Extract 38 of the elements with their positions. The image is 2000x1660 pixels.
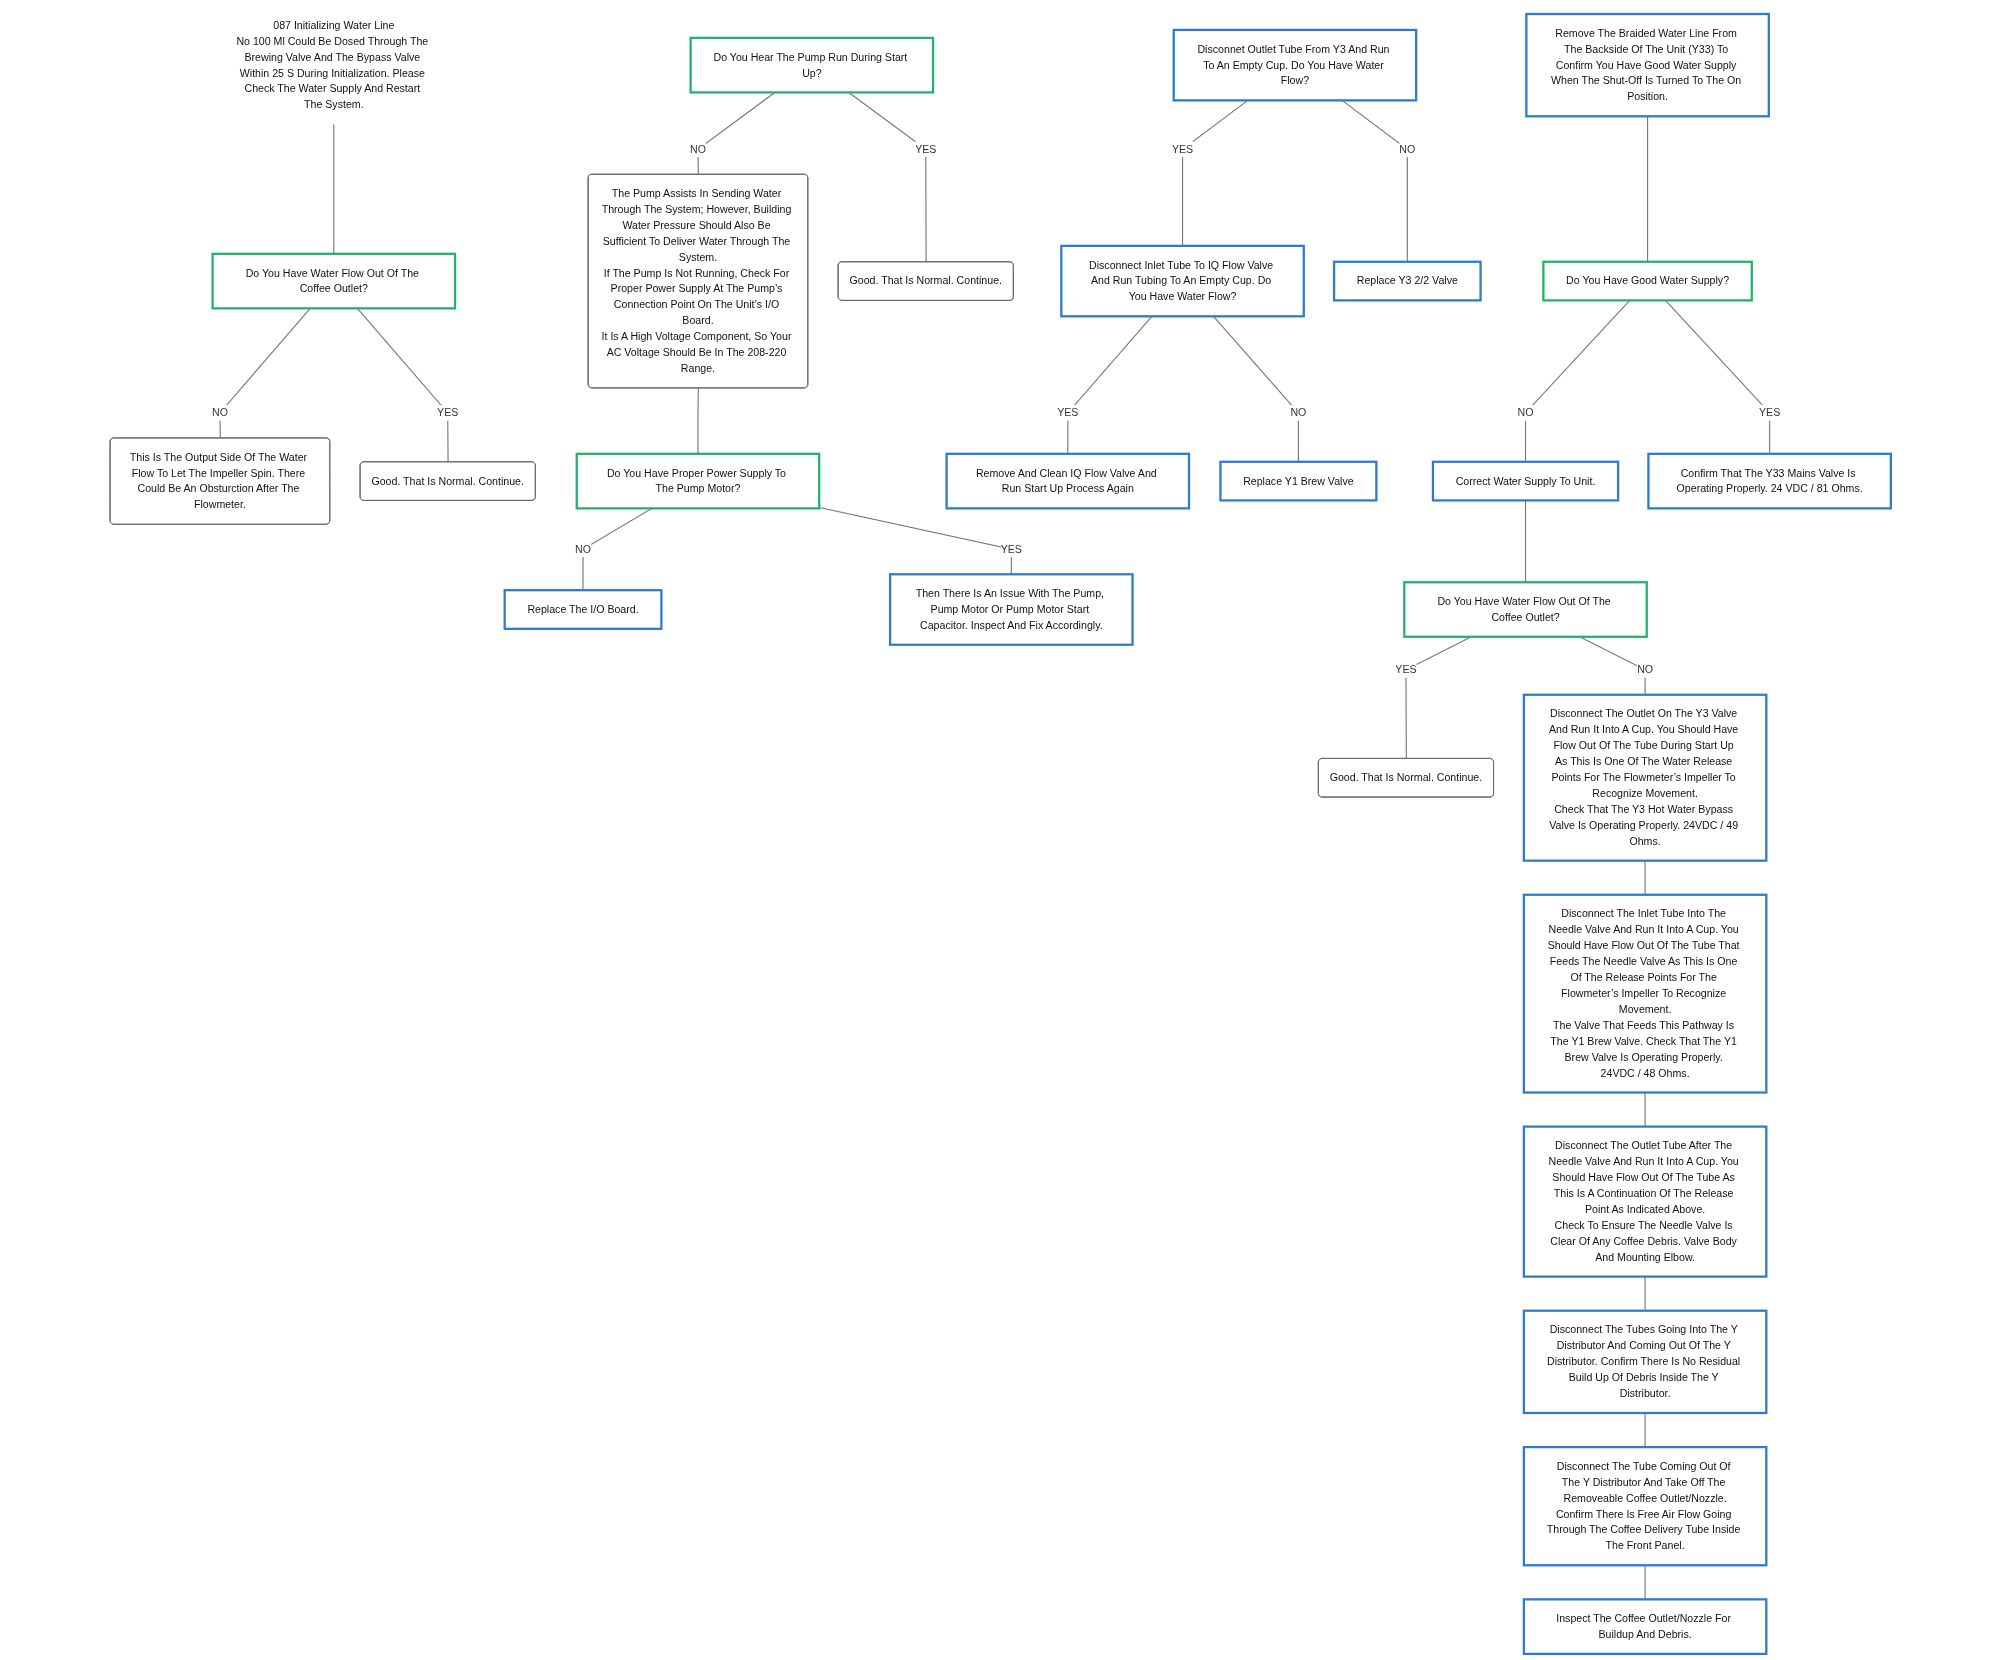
edge-label: NO — [1289, 406, 1306, 419]
node-box: Disconnect The Outlet On The Y3 Valve And Run It Into A Cup. You Should Have Flow Out Of The Tube During Start Up As This Is One Of The Water Release Points For The Flowmeter’s Impeller To Recognize Movement. Check That The Y3 Hot Water Bypass Valve Is Operating Properly. 24VDC / 49 Ohms. — [1522, 693, 1767, 862]
edge-label: NO — [211, 406, 228, 419]
node-box: Remove And Clean IQ Flow Valve And Run Start Up Process Again — [945, 452, 1190, 510]
connector — [818, 506, 1012, 575]
node-box: Correct Water Supply To Unit. — [1431, 460, 1619, 502]
node-box: Remove The Braided Water Line From The Backside Of The Unit (Y33) To Confirm You Have Good Water Supply When The Shut-Off Is Turned To The On Position. — [1524, 12, 1770, 118]
node-box: Disconnect The Tube Coming Out Of The Y Distributor And Take Off The Removeable Coffee Outlet/Nozzle. Confirm There Is Free Air Flow Going Through The Coffee Delivery Tube Inside The Front Panel. — [1522, 1445, 1767, 1567]
node-box: Do You Hear The Pump Run During Start Up? — [689, 36, 934, 94]
edge-label: YES — [1000, 542, 1022, 555]
edge-label: NO — [689, 142, 706, 155]
node-box: Disconnect Inlet Tube To IQ Flow Valve And Run Tubing To An Empty Cup. Do You Have Water Flow? — [1059, 244, 1305, 318]
node-box: Do You Have Water Flow Out Of The Coffee Outlet? — [1402, 581, 1648, 638]
edge-label: YES — [436, 406, 458, 419]
node-box: Replace Y3 2/2 Valve — [1332, 260, 1482, 302]
node-box: Replace Y1 Brew Valve — [1218, 460, 1377, 502]
node-box: Do You Have Water Flow Out Of The Coffee Outlet? — [211, 252, 456, 310]
edge-label: YES — [914, 142, 936, 155]
node-box: Replace The I/O Board. — [503, 589, 663, 630]
node-box: Disconnect The Inlet Tube Into The Needle Valve And Run It Into A Cup. You Should Have Flow Out Of The Tube That Feeds The Needle Valve As This Is One Of The Release Points For The Flowmeter’s Impeller To Recognize Movement. The Valve That Feeds This Pathway Is The Y1 Brew Valve. Check That The Y1 Brew Valve Is Operating Properly. 24VDC / 48 Ohms. — [1522, 893, 1767, 1094]
node-box: Disconnet Outlet Tube From Y3 And Run To An Empty Cup. Do You Have Water Flow? — [1172, 28, 1417, 102]
edge-label: YES — [1394, 663, 1417, 676]
edge-label: NO — [1636, 663, 1653, 676]
edge-label: NO — [574, 542, 591, 555]
node-box: Then There Is An Issue With The Pump, Pump Motor Or Pump Motor Start Capacitor. Inspect And Fix Accordingly. — [888, 573, 1134, 646]
node-box: Disconnect The Tubes Going Into The Y Distributor And Coming Out Of The Y Distributor. Confirm There Is No Residual Build Up Of Debris Inside The Y Distributor. — [1522, 1309, 1767, 1415]
node-box: Do You Have Proper Power Supply To The Pump Motor? — [575, 452, 820, 510]
edge-label: NO — [1398, 142, 1415, 155]
edge-label: YES — [1758, 406, 1780, 419]
node-text: 087 Initializing Water Line No 100 Ml Could Be Dosed Through The Brewing Valve And The Bypass Valve Within 25 S During Initialization. Please Check The Water Supply And Restart The System. — [235, 18, 428, 111]
node-box: Do You Have Good Water Supply? — [1541, 260, 1753, 302]
node-box: Confirm That The Y33 Mains Valve Is Operating Properly. 24 VDC / 81 Ohms. — [1646, 452, 1892, 510]
edge-label: NO — [1517, 406, 1534, 419]
node-box: Disconnect The Outlet Tube After The Needle Valve And Run It Into A Cup. You Should Have Flow Out Of The Tube As This Is A Continuation Of The Release Point As Indicated Above. Check To Ensure The Needle Valve Is Clear Of Any Coffee Debris. Valve Body And Mounting Elbow. — [1522, 1125, 1767, 1278]
edge-label: YES — [1171, 142, 1193, 155]
connector — [1644, 1412, 1646, 1448]
edge-label: YES — [1056, 406, 1078, 419]
node-box: Inspect The Coffee Outlet/Nozzle For Buildup And Debris. — [1522, 1598, 1767, 1656]
